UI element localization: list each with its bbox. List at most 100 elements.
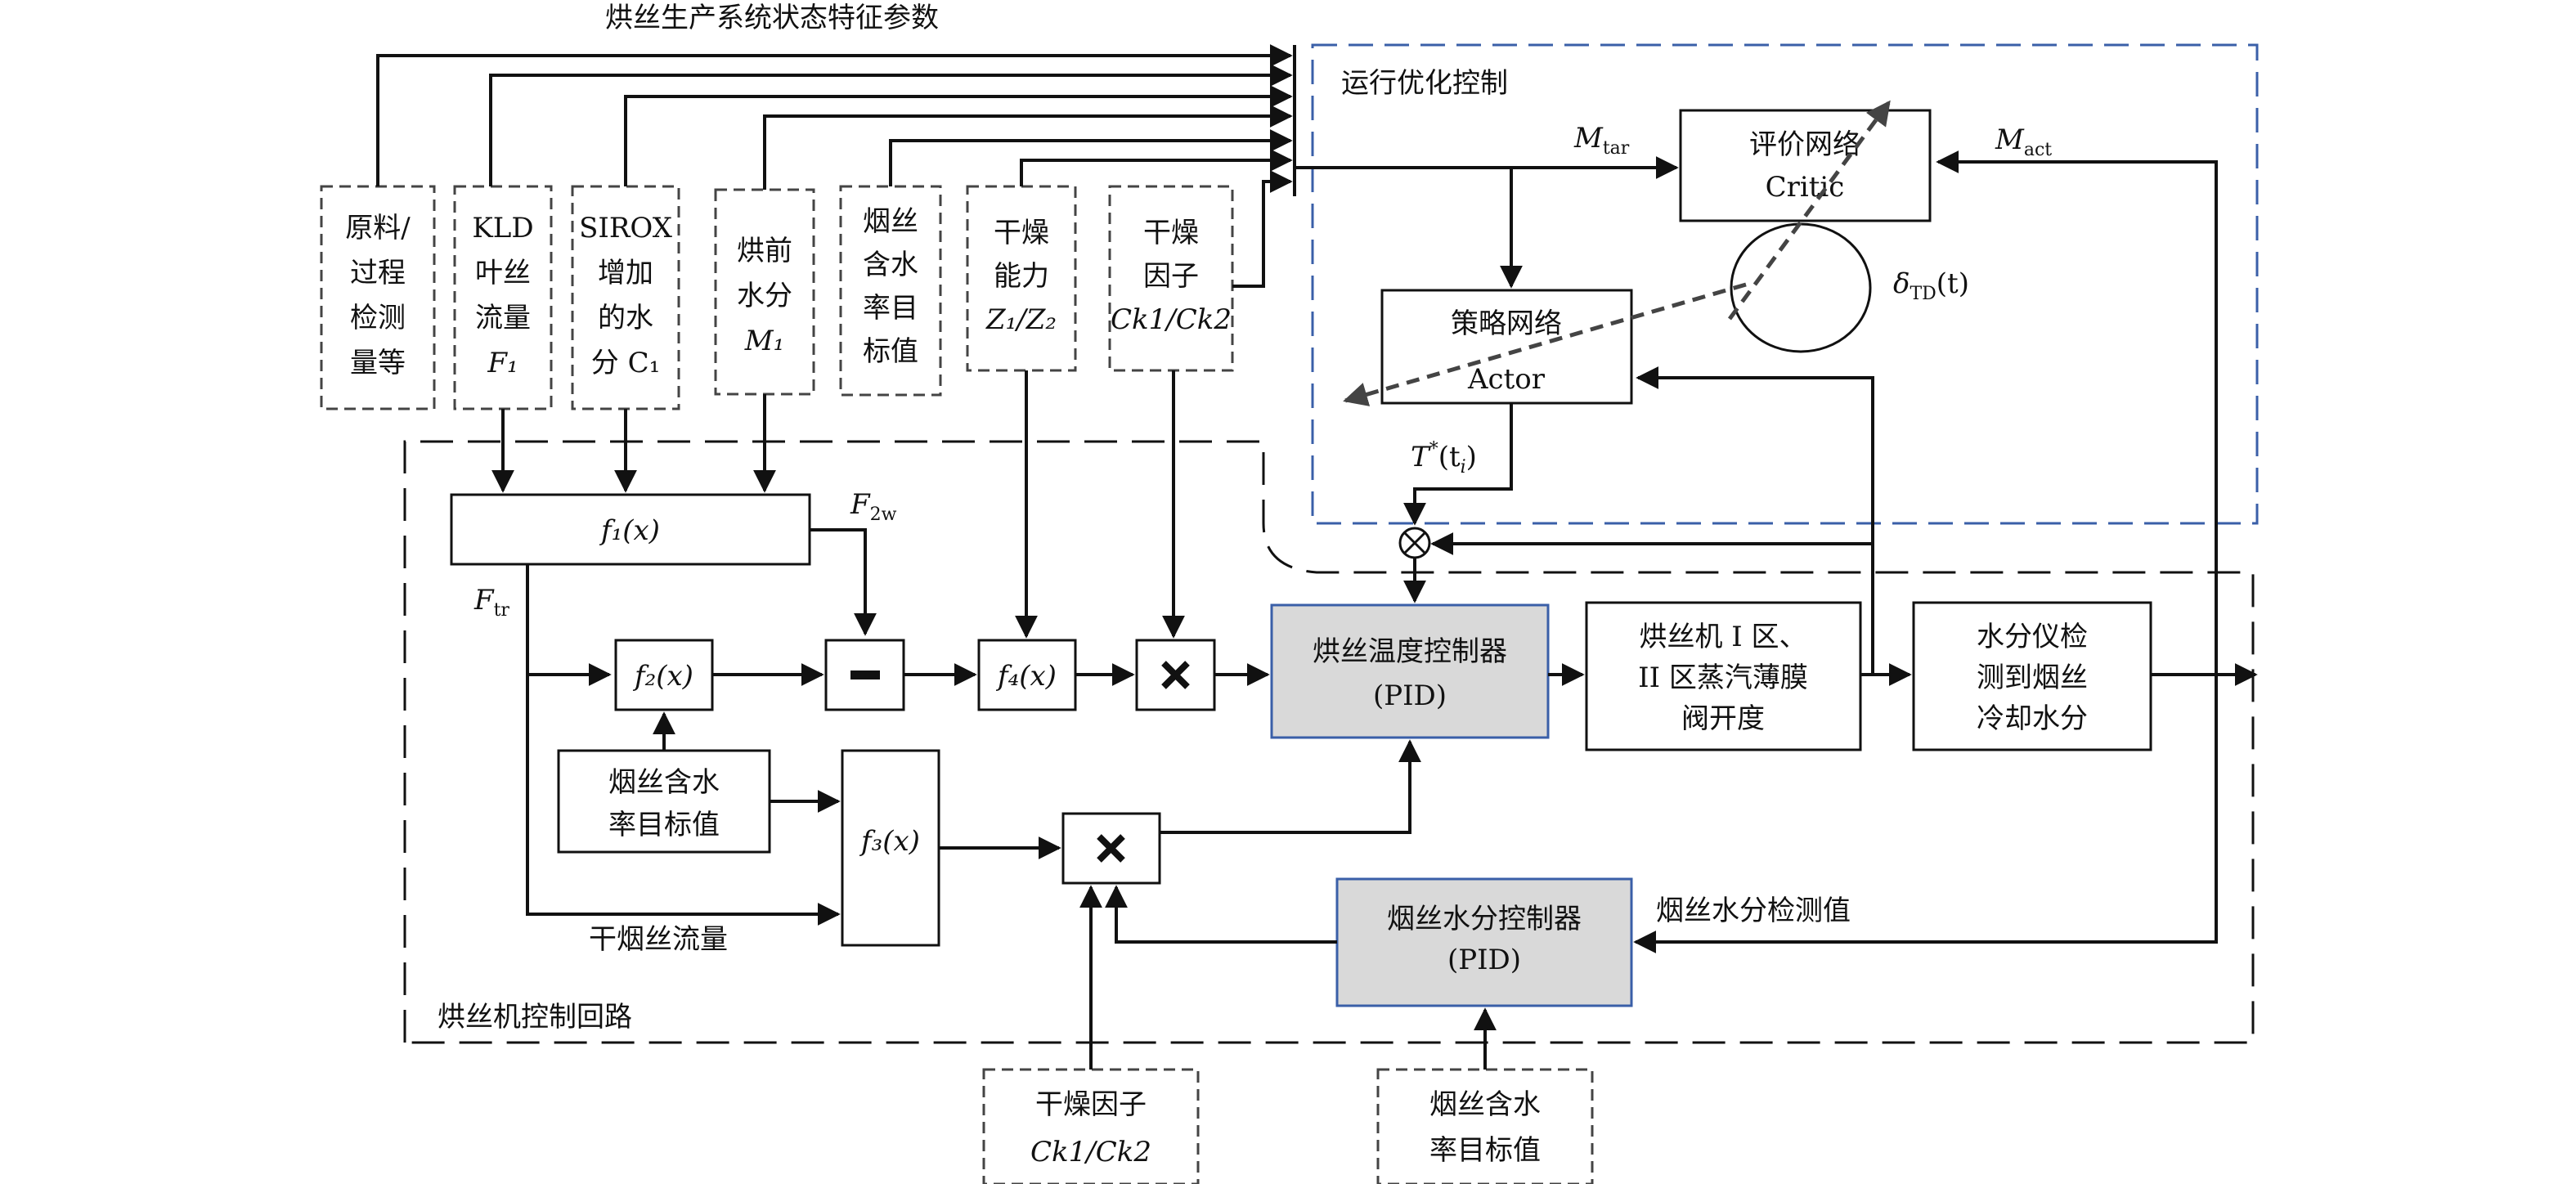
svg-text:流量: 流量 xyxy=(475,302,531,334)
svg-text:烟丝含水: 烟丝含水 xyxy=(608,766,720,799)
f2w-label: F2w xyxy=(850,488,897,525)
svg-text:策略网络: 策略网络 xyxy=(1451,307,1562,340)
multiply-to-temp-pid-setpoint xyxy=(1160,739,1421,834)
input-to-bus-lines xyxy=(376,44,1293,288)
multiply-block-upper xyxy=(1135,639,1216,711)
input-dry-capacity: 干燥 能力 Z₁/Z₂ xyxy=(966,185,1077,372)
m-act-feedback xyxy=(1936,150,2218,683)
top-label: 烘丝生产系统状态特征参数 xyxy=(605,2,939,34)
m-tar-label: Mtar xyxy=(1573,122,1630,159)
actor-network: 策略网络 Actor xyxy=(1380,289,1633,405)
ftr-label: Ftr xyxy=(473,584,509,621)
svg-text:评价网络: 评价网络 xyxy=(1749,128,1860,161)
actor-output-line xyxy=(1403,403,1513,526)
svg-text:检测: 检测 xyxy=(350,302,406,334)
svg-text:率目: 率目 xyxy=(863,292,918,325)
f2-block: f₂(x) xyxy=(614,639,714,711)
svg-text:率目标值: 率目标值 xyxy=(608,809,720,841)
svg-text:的水: 的水 xyxy=(598,302,653,334)
moisture-meter-block: 水分仪检 测到烟丝 冷却水分 xyxy=(1912,601,2152,751)
control-loop-region-border xyxy=(403,440,2255,1044)
svg-text:量等: 量等 xyxy=(350,347,406,379)
svg-text:能力: 能力 xyxy=(994,260,1049,293)
svg-text:M₁: M₁ xyxy=(744,325,784,357)
svg-text:f₁(x): f₁(x) xyxy=(599,514,660,547)
svg-text:Ck1/Ck2: Ck1/Ck2 xyxy=(1111,303,1232,336)
svg-text:过程: 过程 xyxy=(350,257,406,289)
dry-tobacco-flow-label: 干烟丝流量 xyxy=(589,923,728,956)
svg-text:干燥因子: 干燥因子 xyxy=(1035,1088,1147,1121)
ftr-to-f3 xyxy=(526,675,841,926)
critic-update-arrow xyxy=(1727,100,1892,321)
critic-network: 评价网络 Critic xyxy=(1679,109,1932,222)
svg-text:冷却水分: 冷却水分 xyxy=(1977,702,2088,735)
input-pre-moisture: 烘前 水分 M₁ xyxy=(714,188,815,396)
moisture-detect-label: 烟丝水分检测值 xyxy=(1656,895,1851,927)
t-star-label: T*(ti) xyxy=(1411,439,1477,478)
bottom-dry-factor-box: 干燥因子 Ck1/Ck2 xyxy=(982,1068,1200,1184)
svg-text:测到烟丝: 测到烟丝 xyxy=(1977,662,2088,694)
svg-text:(PID): (PID) xyxy=(1447,944,1521,976)
svg-text:Actor: Actor xyxy=(1467,363,1546,396)
svg-text:干燥: 干燥 xyxy=(1143,217,1199,249)
svg-text:标值: 标值 xyxy=(863,335,918,368)
moisture-pid-controller: 烟丝水分控制器 (PID) xyxy=(1335,877,1633,1007)
temperature-pid-controller: 烘丝温度控制器 (PID) xyxy=(1270,603,1550,739)
moisture-pid-to-multiply xyxy=(1105,885,1337,944)
m-act-label: Mact xyxy=(1995,123,2052,160)
svg-text:f₄(x): f₄(x) xyxy=(995,660,1057,693)
bottom-target-moisture-box: 烟丝含水 率目标值 xyxy=(1376,1068,1594,1184)
svg-text:Ck1/Ck2: Ck1/Ck2 xyxy=(1030,1136,1151,1168)
svg-text:Z₁/Z₂: Z₁/Z₂ xyxy=(985,303,1057,336)
svg-text:烘前: 烘前 xyxy=(737,235,792,267)
svg-text:率目标值: 率目标值 xyxy=(1429,1134,1541,1167)
svg-text:f₃(x): f₃(x) xyxy=(859,825,920,858)
td-error-ellipse xyxy=(1730,222,1872,353)
svg-text:f₂(x): f₂(x) xyxy=(632,660,693,693)
svg-text:II 区蒸汽薄膜: II 区蒸汽薄膜 xyxy=(1638,662,1808,694)
optimization-region-border xyxy=(1311,43,2259,525)
svg-text:叶丝: 叶丝 xyxy=(475,257,531,289)
svg-text:原料/: 原料/ xyxy=(345,212,411,244)
svg-text:烘丝温度控制器: 烘丝温度控制器 xyxy=(1313,635,1507,668)
svg-text:干燥: 干燥 xyxy=(994,217,1049,249)
svg-text:水分: 水分 xyxy=(737,280,792,312)
f3-block: f₃(x) xyxy=(841,749,940,947)
svg-text:水分仪检: 水分仪检 xyxy=(1977,621,2088,653)
svg-text:增加: 增加 xyxy=(598,257,653,289)
f1-block: f₁(x) xyxy=(450,493,811,566)
svg-text:SIROX: SIROX xyxy=(579,212,673,244)
moisture-feedback-line xyxy=(1633,675,2218,953)
f4-block: f₄(x) xyxy=(977,639,1077,711)
svg-text:烟丝: 烟丝 xyxy=(863,205,918,238)
svg-text:烟丝水分控制器: 烟丝水分控制器 xyxy=(1387,903,1582,935)
inner-target-moisture-box: 烟丝含水 率目标值 xyxy=(557,749,771,854)
valve-feedback-to-actor xyxy=(1636,366,1874,544)
actor-update-arrow xyxy=(1343,282,1747,406)
svg-text:F₁: F₁ xyxy=(487,347,518,379)
svg-text:烘丝机 I 区、: 烘丝机 I 区、 xyxy=(1639,621,1806,653)
input-sirox-moisture: SIROX 增加 的水 分 C₁ xyxy=(571,185,680,410)
summing-junction xyxy=(1398,527,1431,559)
ftr-to-f2 xyxy=(526,564,612,686)
svg-text:(PID): (PID) xyxy=(1373,679,1447,712)
svg-text:因子: 因子 xyxy=(1143,260,1199,293)
input-target-moisture: 烟丝 含水 率目 标值 xyxy=(839,185,942,397)
input-dry-factor: 干燥 因子 Ck1/Ck2 xyxy=(1108,185,1234,372)
multiply-block-lower xyxy=(1061,812,1161,885)
loop-region-label: 烘丝机控制回路 xyxy=(438,1001,632,1034)
input-raw-material: 原料/ 过程 检测 量等 xyxy=(320,185,436,410)
f1-to-minus xyxy=(810,528,877,636)
optimization-region-label: 运行优化控制 xyxy=(1341,67,1508,100)
input-kld-flow: KLD 叶丝 流量 F₁ xyxy=(453,185,553,410)
svg-text:KLD: KLD xyxy=(472,212,533,244)
svg-text:含水: 含水 xyxy=(863,249,918,281)
dryer-valve-block: 烘丝机 I 区、 II 区蒸汽薄膜 阀开度 xyxy=(1585,601,1862,751)
svg-text:分 C₁: 分 C₁ xyxy=(591,347,660,379)
svg-text:烟丝含水: 烟丝含水 xyxy=(1429,1088,1541,1121)
minus-block xyxy=(824,639,905,711)
delta-td-label: δTD(t) xyxy=(1893,267,1969,304)
svg-text:阀开度: 阀开度 xyxy=(1681,702,1765,735)
svg-text:Critic: Critic xyxy=(1766,171,1845,204)
